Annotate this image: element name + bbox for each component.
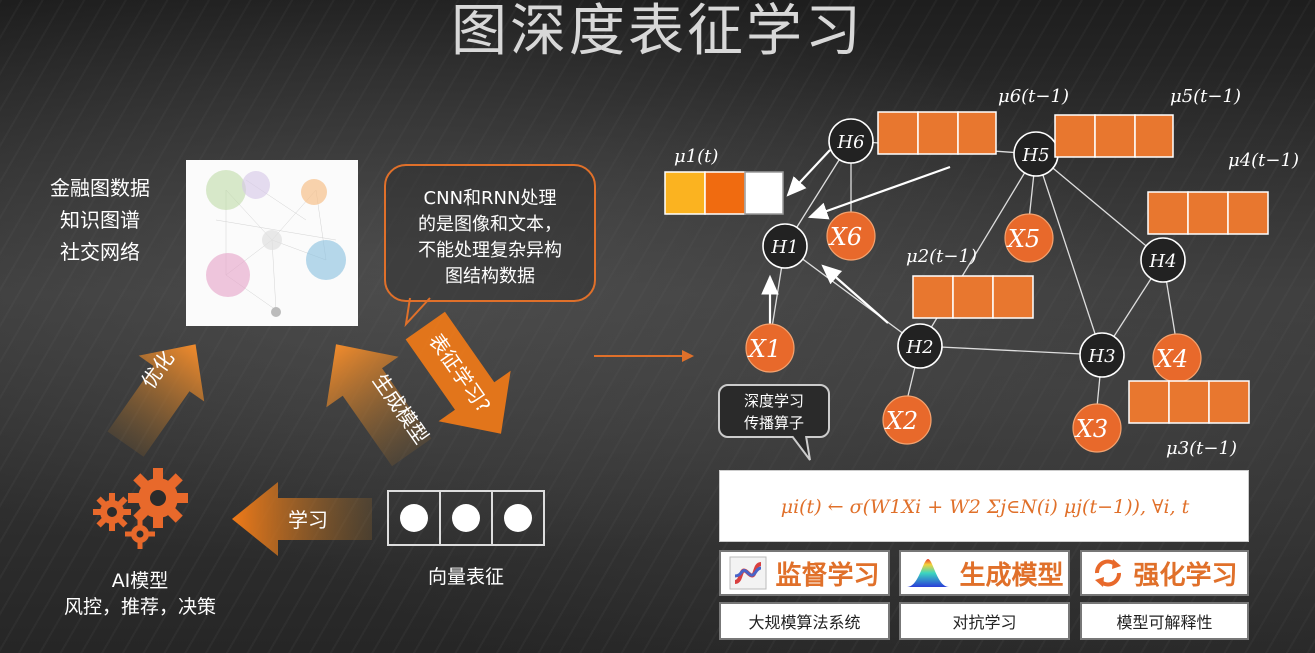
node-x3-label: X3 [1074,415,1108,443]
mu5-vector [1055,115,1173,157]
vector-dot [400,504,428,532]
talk-line: 传播算子 [720,412,828,434]
talk-line: 深度学习 [720,390,828,412]
mu5-label: μ5(t−1) [1170,86,1241,107]
node-x1-label: X1 [747,335,781,363]
mu3-label: μ3(t−1) [1166,438,1237,459]
vector-dot [452,504,480,532]
propagation-operator-bubble: 深度学习 传播算子 [718,384,830,438]
category-label: 监督学习 [775,555,879,592]
category-supervised-learning: 监督学习 [719,550,890,596]
s-curve-icon [729,556,767,590]
mu6-label: μ6(t−1) [998,86,1069,107]
category-generative-model: 生成模型 [899,550,1070,596]
node-x6-label: X6 [828,223,862,251]
talk-tail [790,436,820,466]
left-arrows: 优化 生成模型 表征学习? 学习 [0,0,620,653]
category-label: 生成模型 [959,555,1063,592]
node-x5-label: X5 [1006,225,1040,253]
vector-label: 向量表征 [387,562,545,589]
node-h5-label: H5 [1021,145,1049,166]
optimize-arrow [93,321,229,467]
node-h1-label: H1 [770,237,798,258]
mu3-vector [1129,381,1249,423]
mu1-vector [665,172,783,214]
ai-model-uses: 风控，推荐，决策 [40,592,240,619]
mu6-vector [878,112,996,154]
gaussian-peak-icon [905,557,951,589]
node-h2-label: H2 [905,337,933,358]
vector-cell [389,492,441,544]
vector-cell [441,492,493,544]
node-x4-label: X4 [1154,345,1188,373]
vector-representation-box [387,490,545,546]
mu2-label: μ2(t−1) [906,246,977,267]
mu1-label: μ1(t) [674,146,718,167]
subcategory-large-scale-systems: 大规模算法系统 [719,602,890,640]
mu4-label: μ4(t−1) [1228,150,1299,171]
category-label: 强化学习 [1133,555,1237,592]
mu4-vector [1148,192,1268,234]
node-x2-label: X2 [884,407,918,435]
node-h4-label: H4 [1148,251,1176,272]
node-h3-label: H3 [1087,346,1115,367]
cycle-arrows-icon [1091,556,1125,590]
gears-icon [88,460,198,550]
vector-dot [504,504,532,532]
learn-label: 学习 [288,508,328,532]
node-h6-label: H6 [836,132,864,153]
ai-model-label: AI模型 [40,566,240,593]
category-reinforcement-learning: 强化学习 [1080,550,1249,596]
update-formula: μi(t) ← σ(W1Xi + W2 Σj∈N(i) μj(t−1)), ∀i… [720,471,1250,543]
subcategory-interpretability: 模型可解释性 [1080,602,1249,640]
vector-cell [493,492,543,544]
update-formula-box: μi(t) ← σ(W1Xi + W2 Σj∈N(i) μj(t−1)), ∀i… [719,470,1249,542]
subcategory-adversarial-learning: 对抗学习 [899,602,1070,640]
formula-text: μi(t) ← σ(W1Xi + W2 Σj∈N(i) μj(t−1)), ∀i… [781,496,1190,518]
mu2-vector [913,276,1033,318]
